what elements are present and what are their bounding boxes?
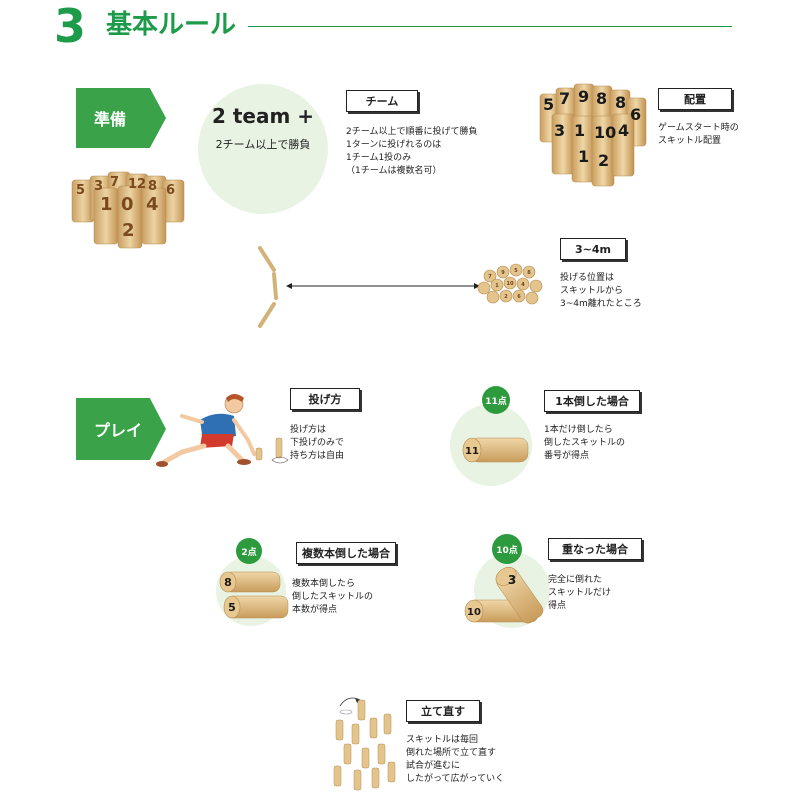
overlap-label: 重なった場合 bbox=[548, 538, 642, 560]
grip-illustration bbox=[271, 437, 289, 464]
play-tag: プレイ bbox=[76, 398, 166, 460]
section-title: 基本ルール bbox=[106, 10, 237, 40]
one-pin-score-badge: 11点 bbox=[482, 386, 510, 414]
svg-text:5: 5 bbox=[543, 95, 554, 114]
svg-text:8: 8 bbox=[527, 270, 531, 276]
svg-text:5: 5 bbox=[514, 268, 518, 274]
throw-description: 投げ方は 下投げのみで 持ち方は自由 bbox=[290, 425, 345, 461]
one-pin-number: 11 bbox=[465, 446, 479, 457]
svg-text:3: 3 bbox=[554, 121, 565, 140]
overlap-description: 完全に倒れた スキットルだけ 得点 bbox=[548, 575, 612, 611]
one-pin-label: 1本倒した場合 bbox=[544, 390, 640, 412]
svg-text:8: 8 bbox=[596, 89, 607, 108]
svg-text:1: 1 bbox=[578, 147, 589, 166]
team-label: チーム bbox=[346, 90, 418, 112]
prep-tag: 準備 bbox=[76, 88, 166, 148]
svg-text:5: 5 bbox=[76, 183, 85, 198]
reset-pins-image bbox=[333, 697, 396, 791]
svg-text:10: 10 bbox=[507, 281, 514, 287]
svg-text:6: 6 bbox=[517, 294, 521, 300]
multi-pin-fallen-image: 8 5 bbox=[219, 571, 289, 619]
svg-text:7: 7 bbox=[110, 175, 119, 190]
multi-pin-description: 複数本倒したら 倒したスキットルの 本数が得点 bbox=[292, 579, 374, 615]
multi-pin-label: 複数本倒した場合 bbox=[296, 542, 396, 564]
svg-text:6: 6 bbox=[630, 105, 641, 124]
overlap-score-badge: 10点 bbox=[492, 534, 522, 564]
svg-text:4: 4 bbox=[146, 194, 159, 215]
svg-text:10: 10 bbox=[594, 123, 616, 142]
team-description: 2チーム以上で順番に投げて勝負 1ターンに投げれるのは 1チーム1投のみ （1チ… bbox=[346, 127, 478, 176]
throw-label: 投げ方 bbox=[290, 388, 360, 410]
svg-text:9: 9 bbox=[578, 87, 589, 106]
team-circle bbox=[198, 84, 328, 214]
svg-text:1: 1 bbox=[495, 283, 499, 289]
one-pin-description: 1本だけ倒したら 倒したスキットルの 番号が得点 bbox=[544, 425, 626, 461]
svg-text:9: 9 bbox=[501, 270, 505, 276]
layout-label: 配置 bbox=[658, 88, 732, 110]
svg-text:1: 1 bbox=[100, 194, 113, 215]
svg-text:7: 7 bbox=[488, 274, 492, 280]
svg-text:4: 4 bbox=[618, 121, 629, 140]
svg-text:8: 8 bbox=[615, 93, 626, 112]
svg-text:12: 12 bbox=[128, 177, 146, 192]
overlap-pins-image: 10 3 bbox=[464, 567, 544, 624]
multi-pin-number-2: 5 bbox=[228, 601, 236, 614]
svg-text:7: 7 bbox=[559, 89, 570, 108]
distance-description: 投げる位置は スキットルから 3~4m離れたところ bbox=[560, 273, 642, 309]
reset-label: 立て直す bbox=[406, 700, 480, 722]
svg-text:2: 2 bbox=[122, 220, 135, 241]
one-pin-fallen-image: 11 bbox=[462, 437, 529, 463]
throwing-distance-diagram: 7 9 5 8 1 10 4 2 6 bbox=[258, 246, 543, 328]
multi-pin-score-badge: 2点 bbox=[236, 538, 262, 564]
team-count-subtext: 2チーム以上で勝負 bbox=[215, 138, 311, 151]
distance-label: 3~4m bbox=[560, 238, 626, 260]
multi-pin-number-1: 8 bbox=[224, 576, 232, 589]
svg-text:4: 4 bbox=[521, 282, 525, 288]
svg-text:8: 8 bbox=[148, 179, 157, 194]
svg-text:1: 1 bbox=[574, 121, 585, 140]
layout-description: ゲームスタート時の スキットル配置 bbox=[658, 123, 739, 146]
overlap-pin-number-bottom: 10 bbox=[467, 607, 481, 618]
reset-description: スキットルは毎回 倒れた場所で立て直す 試合が進むに したがって広がっていく bbox=[406, 735, 505, 784]
overlap-pin-number-top: 3 bbox=[508, 573, 516, 587]
svg-text:0: 0 bbox=[121, 194, 134, 215]
svg-text:2: 2 bbox=[598, 151, 609, 170]
player-throwing-illustration bbox=[156, 394, 263, 467]
section-number: 3 bbox=[54, 0, 87, 53]
title-divider bbox=[248, 26, 732, 27]
svg-text:6: 6 bbox=[166, 183, 175, 198]
svg-text:3: 3 bbox=[94, 179, 103, 194]
team-count-heading: 2 team + bbox=[211, 104, 315, 128]
svg-text:2: 2 bbox=[504, 294, 508, 300]
